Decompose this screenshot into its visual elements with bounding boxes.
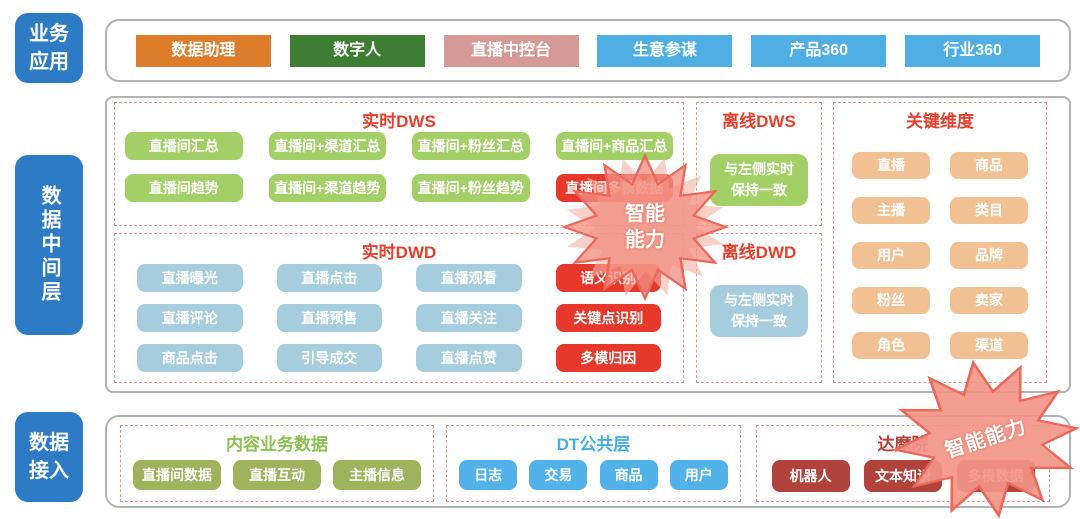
dimensions-grid: 直播 商品 主播 类目 用户 品牌 粉丝 卖家 角色 渠道: [834, 152, 1046, 359]
app-button-row: 数据助理 数字人 直播中控台 生意参谋 产品360 行业360: [107, 21, 1069, 80]
row: 日志 交易 商品 用户: [447, 460, 740, 490]
node-transaction: 交易: [529, 460, 588, 490]
node-live-fans-summary: 直播间+粉丝汇总: [412, 132, 530, 160]
note-line: 保持一致: [731, 182, 787, 198]
panel-data-middle-layer: 实时DWS 直播间汇总 直播间+渠道汇总 直播间+粉丝汇总 直播间+商品汇总 直…: [105, 96, 1071, 393]
section-offline-dwd: 离线DWD 与左侧实时 保持一致: [696, 233, 822, 383]
note-line: 与左侧实时: [724, 161, 794, 177]
node-live-comment: 直播评论: [137, 304, 243, 332]
node-dim-anchor: 主播: [852, 197, 930, 224]
row: 直播评论 直播预售 直播关注 关键点识别: [137, 304, 661, 332]
node-product-360: 产品360: [751, 34, 887, 67]
node-product-click: 商品点击: [137, 344, 243, 372]
node-keypoint-recognition: 关键点识别: [555, 304, 661, 332]
node-business-advisor: 生意参谋: [597, 34, 733, 67]
node-live-presale: 直播预售: [276, 304, 382, 332]
section-key-dimensions: 关键维度 直播 商品 主播 类目 用户 品牌 粉丝 卖家 角色 渠道: [833, 102, 1047, 383]
node-live-product-summary: 直播间+商品汇总: [555, 132, 673, 160]
row: 直播曝光 直播点击 直播观看 语义识别: [137, 264, 661, 292]
rail-data-middle-layer: 数据中间层: [15, 155, 83, 335]
node-dim-brand: 品牌: [950, 242, 1028, 269]
node-dim-category: 类目: [950, 197, 1028, 224]
node-text-knowledge: 文本知识: [864, 460, 942, 492]
node-live-channel-trend: 直播间+渠道趋势: [268, 174, 386, 202]
rail-label: 数据接入: [29, 432, 69, 482]
node-dim-user: 用户: [852, 242, 930, 269]
node-live-exposure: 直播曝光: [137, 264, 243, 292]
node-live-summary: 直播间汇总: [125, 132, 243, 160]
node-digital-human: 数字人: [289, 34, 425, 67]
section-title: 离线DWD: [721, 243, 797, 262]
row: 直播间趋势 直播间+渠道趋势 直播间+粉丝趋势 直播间多模数据: [125, 174, 673, 202]
node-multimodal-data: 多模数据: [956, 460, 1035, 492]
section-offline-dws: 离线DWS 与左侧实时 保持一致: [696, 102, 822, 226]
node-live-channel-summary: 直播间+渠道汇总: [268, 132, 386, 160]
node-live-multimodal-data: 直播间多模数据: [555, 174, 673, 202]
section-title: 关键维度: [906, 112, 974, 131]
row: 直播间数据 直播互动 主播信息: [121, 460, 433, 490]
node-live-room-data: 直播间数据: [133, 460, 221, 490]
row: 直播间汇总 直播间+渠道汇总 直播间+粉丝汇总 直播间+商品汇总: [125, 132, 673, 160]
node-multimodal-attribution: 多模归因: [555, 344, 661, 372]
node-dim-role: 角色: [852, 332, 930, 359]
rail-data-access: 数据接入: [15, 412, 83, 502]
node-data-assistant: 数据助理: [135, 34, 271, 67]
node-live-like: 直播点赞: [416, 344, 522, 372]
node-live-trend: 直播间趋势: [125, 174, 243, 202]
node-product: 商品: [599, 460, 658, 490]
section-title: 实时DWD: [361, 243, 437, 262]
node-live-click: 直播点击: [276, 264, 382, 292]
node-same-as-realtime: 与左侧实时 保持一致: [710, 154, 808, 206]
node-dim-seller: 卖家: [950, 287, 1028, 314]
section-title: 离线DWS: [722, 112, 796, 131]
row: 商品点击 引导成交 直播点赞 多模归因: [137, 344, 661, 372]
section-dt-common-layer: DT公共层 日志 交易 商品 用户: [446, 425, 741, 502]
section-realtime-dws: 实时DWS 直播间汇总 直播间+渠道汇总 直播间+粉丝汇总 直播间+商品汇总 直…: [114, 102, 684, 226]
note-line: 与左侧实时: [724, 292, 794, 308]
rail-label: 数据中间层: [38, 185, 60, 305]
section-title: 内容业务数据: [226, 435, 328, 454]
section-title: DT公共层: [556, 435, 631, 454]
node-live-fans-trend: 直播间+粉丝趋势: [412, 174, 530, 202]
node-live-follow: 直播关注: [416, 304, 522, 332]
rail-business-application: 业务应用: [15, 13, 83, 83]
node-live-console: 直播中控台: [443, 34, 579, 67]
section-damo-academy: 达摩院 机器人 文本知识 多模数据: [756, 425, 1050, 502]
section-realtime-dwd: 实时DWD 直播曝光 直播点击 直播观看 语义识别 直播评论 直播预售 直播关注…: [114, 233, 684, 383]
node-log: 日志: [459, 460, 518, 490]
row: 机器人 文本知识 多模数据: [757, 460, 1049, 492]
node-industry-360: 行业360: [905, 34, 1041, 67]
node-live-interaction: 直播互动: [233, 460, 321, 490]
section-title: 实时DWS: [362, 112, 436, 131]
panel-business-applications: 数据助理 数字人 直播中控台 生意参谋 产品360 行业360: [105, 19, 1071, 82]
node-robot: 机器人: [771, 460, 850, 492]
section-content-business-data: 内容业务数据 直播间数据 直播互动 主播信息: [120, 425, 434, 502]
node-same-as-realtime: 与左侧实时 保持一致: [710, 285, 808, 337]
note-line: 保持一致: [731, 313, 787, 329]
node-guided-transaction: 引导成交: [276, 344, 382, 372]
node-user: 用户: [669, 460, 728, 490]
node-dim-channel: 渠道: [950, 332, 1028, 359]
rail-label: 业务应用: [29, 23, 69, 73]
node-semantic-recognition: 语义识别: [555, 264, 661, 292]
node-anchor-info: 主播信息: [333, 460, 421, 490]
node-dim-product: 商品: [950, 152, 1028, 179]
node-dim-fans: 粉丝: [852, 287, 930, 314]
section-title: 达摩院: [877, 435, 929, 454]
node-dim-live: 直播: [852, 152, 930, 179]
node-live-watch: 直播观看: [416, 264, 522, 292]
panel-data-access: 内容业务数据 直播间数据 直播互动 主播信息 DT公共层 日志 交易 商品 用户…: [105, 415, 1071, 508]
